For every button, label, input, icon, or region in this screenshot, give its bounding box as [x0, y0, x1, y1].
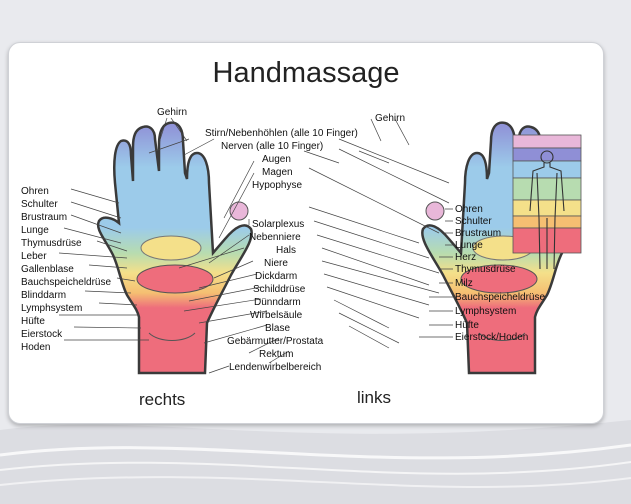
label-magen: Magen [262, 167, 293, 178]
right-label-milz: Milz [455, 278, 473, 289]
right-label-brustraum: Brustraum [455, 228, 501, 239]
right-label-huefte: Hüfte [455, 320, 479, 331]
page-title: Handmassage [212, 57, 400, 89]
left-label-leber: Leber [21, 251, 47, 262]
right-label-ohren: Ohren [455, 204, 483, 215]
label-stirn: Stirn/Nebenhöhlen (alle 10 Finger) [205, 128, 358, 139]
right-label-bauchspeicheldruese: Bauchspeicheldrüse [455, 292, 545, 303]
reflexology-diagram: Gehirn Stirn/Nebenhöhlen (alle 10 Finger… [21, 107, 582, 409]
left-label-bauchspeicheldruese: Bauchspeicheldrüse [21, 277, 111, 288]
label-gehirn-left-hand: Gehirn [375, 113, 405, 124]
label-gehirn-right-hand: Gehirn [157, 107, 187, 118]
left-label-lymphsystem: Lymphsystem [21, 303, 82, 314]
label-blase: Blase [265, 323, 290, 334]
left-label-brustraum: Brustraum [21, 212, 67, 223]
label-wirbelsaeule: Wirbelsäule [250, 310, 303, 321]
chart-card: Handmassage [8, 42, 604, 424]
label-lendenwirbelbereich: Lendenwirbelbereich [229, 362, 321, 373]
caption-rechts: rechts [139, 390, 185, 409]
left-label-hoden: Hoden [21, 342, 50, 353]
label-solarplexus: Solarplexus [252, 219, 304, 230]
left-label-huefte: Hüfte [21, 316, 45, 327]
right-label-lymphsystem: Lymphsystem [455, 306, 516, 317]
right-label-thymusdruese: Thymusdrüse [455, 264, 516, 275]
left-label-eierstock: Eierstock [21, 329, 63, 340]
right-label-lunge: Lunge [455, 240, 483, 251]
label-layer: Gehirn Stirn/Nebenhöhlen (alle 10 Finger… [21, 107, 545, 409]
right-hand [96, 121, 253, 375]
label-dickdarm: Dickdarm [255, 271, 297, 282]
left-label-gallenblase: Gallenblase [21, 264, 74, 275]
body-zone-figure [512, 134, 582, 270]
label-schilddruese: Schilddrüse [253, 284, 306, 295]
label-rektum: Rektum [259, 349, 293, 360]
label-duenndarm: Dünndarm [254, 297, 301, 308]
label-nerven: Nerven (alle 10 Finger) [221, 141, 323, 152]
right-label-schulter: Schulter [455, 216, 492, 227]
left-label-blinddarm: Blinddarm [21, 290, 66, 301]
label-hypophyse: Hypophyse [252, 180, 302, 191]
label-niere: Niere [264, 258, 288, 269]
label-nebenniere: Nebenniere [249, 232, 301, 243]
right-label-herz: Herz [455, 252, 476, 263]
label-gebaermutter: Gebärmutter/Prostata [227, 336, 324, 347]
left-label-lunge: Lunge [21, 225, 49, 236]
left-label-thymusdruese: Thymusdrüse [21, 238, 82, 249]
left-label-ohren: Ohren [21, 186, 49, 197]
label-hals: Hals [276, 245, 296, 256]
caption-links: links [357, 388, 391, 407]
leader-lines [58, 117, 453, 374]
label-augen: Augen [262, 154, 291, 165]
right-label-eierstock-hoden: Eierstock/Hoden [455, 332, 528, 343]
left-label-schulter: Schulter [21, 199, 58, 210]
